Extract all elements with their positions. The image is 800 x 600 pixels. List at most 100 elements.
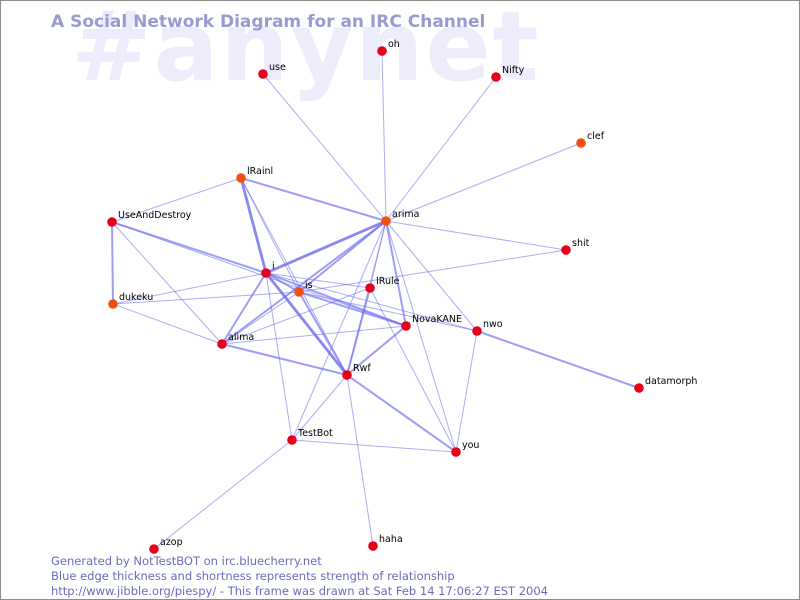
footer-legend-line: Blue edge thickness and shortness repres… (51, 569, 455, 583)
edge-testbot-azop (153, 439, 293, 550)
node-label-nifty: Nifty (502, 65, 525, 76)
edge-is-rwf (298, 291, 348, 376)
edge-arima-nifty (385, 76, 497, 222)
edge-irule-alima (221, 287, 371, 345)
node-alima[interactable] (217, 339, 227, 349)
edge-arima-irainl (240, 177, 387, 222)
edge-is-shit (298, 249, 567, 293)
edge-i-nwo (265, 272, 478, 332)
edge-arima-oh (381, 50, 387, 222)
edge-dukeku-alima (112, 303, 223, 345)
edge-novakane-rwf (346, 325, 407, 376)
edge-nwo-datamorph (476, 330, 640, 389)
node-novakane[interactable] (401, 321, 411, 331)
footer: Generated by NotTestBOT on irc.bluecherr… (51, 554, 548, 599)
nodes-layer (107, 46, 644, 554)
node-label-irainl: lRainl (247, 166, 273, 177)
node-label-rwf: Rwf (353, 363, 371, 374)
edge-i-novakane (265, 272, 407, 327)
edges-layer (111, 50, 640, 550)
edge-arima-shit (385, 220, 567, 251)
node-testbot[interactable] (287, 435, 297, 445)
channel-watermark: #anynet (71, 0, 541, 103)
node-label-clef: clef (587, 131, 605, 142)
node-i[interactable] (261, 268, 271, 278)
edge-is-alima (221, 291, 300, 345)
footer-generator-line: Generated by NotTestBOT on irc.bluecherr… (51, 554, 322, 568)
edge-irainl-useanddestroy (111, 177, 242, 223)
edge-useanddestroy-dukeku (111, 221, 114, 305)
edge-alima-rwf (221, 343, 348, 376)
labels-layer: oh use Nifty clef lRainl arima UseAndDestroy sh… (118, 39, 697, 548)
edge-testbot-you (291, 439, 457, 453)
edge-dukeku-is (112, 291, 300, 305)
edge-i-rwf (264, 271, 349, 377)
edge-i-alima (221, 272, 267, 345)
edge-arima-nwo (385, 220, 478, 332)
edge-rwf-you (346, 374, 457, 453)
node-irainl[interactable] (236, 173, 246, 183)
edge-i-testbot (265, 272, 293, 441)
node-nifty[interactable] (491, 72, 501, 82)
footer-url-line: http://www.jibble.org/piespy/ - This fra… (51, 584, 548, 598)
node-irule[interactable] (365, 283, 375, 293)
node-label-arima: arima (392, 209, 419, 220)
edge-irule-you (369, 287, 457, 453)
node-dukeku[interactable] (108, 299, 118, 309)
node-azop[interactable] (149, 544, 159, 554)
node-label-i: i (272, 261, 275, 272)
edge-i-arima (264, 219, 388, 275)
edge-alima-novakane (221, 325, 407, 345)
edge-i-irainl (239, 176, 268, 275)
edge-useanddestroy-novakane (111, 221, 407, 327)
node-label-dukeku: dukeku (119, 292, 153, 303)
node-arima[interactable] (381, 216, 391, 226)
edge-rwf-haha (346, 374, 374, 547)
node-label-oh: oh (388, 39, 400, 50)
edge-arima-use (262, 73, 387, 222)
node-oh[interactable] (377, 46, 387, 56)
node-label-shit: shit (572, 238, 590, 249)
node-label-is: is (305, 280, 313, 291)
node-label-use: use (269, 62, 286, 73)
edge-arima-novakane (385, 220, 407, 327)
node-label-you: you (462, 440, 479, 451)
node-datamorph[interactable] (634, 383, 644, 393)
node-useanddestroy[interactable] (107, 217, 117, 227)
edge-rwf-testbot (291, 374, 348, 441)
node-nwo[interactable] (472, 326, 482, 336)
node-label-datamorph: datamorph (645, 376, 697, 387)
node-label-testbot: TestBot (297, 428, 333, 439)
node-label-novakane: NovaKANE (412, 314, 462, 325)
node-label-nwo: nwo (483, 319, 503, 330)
node-clef[interactable] (576, 138, 586, 148)
diagram-title: A Social Network Diagram for an IRC Chan… (51, 12, 486, 32)
node-is[interactable] (294, 287, 304, 297)
edge-irule-rwf (346, 287, 371, 376)
edge-i-dukeku (112, 272, 267, 305)
edge-i-irule (265, 272, 371, 289)
node-label-alima: alima (228, 332, 254, 343)
node-shit[interactable] (561, 245, 571, 255)
node-label-azop: azop (160, 537, 183, 548)
edge-irainl-rwf (240, 177, 348, 376)
node-label-haha: haha (379, 534, 403, 545)
edge-arima-alima (221, 220, 387, 345)
edge-arima-irule (369, 220, 387, 289)
node-label-useanddestroy: UseAndDestroy (118, 210, 192, 221)
node-haha[interactable] (368, 541, 378, 551)
edge-arima-you (385, 220, 457, 453)
node-rwf[interactable] (342, 370, 352, 380)
edge-arima-clef (385, 142, 582, 222)
edge-arima-testbot (291, 220, 387, 441)
node-label-irule: IRule (376, 276, 400, 287)
edge-i-useanddestroy (111, 221, 267, 274)
edge-is-nwo (298, 291, 478, 332)
node-use[interactable] (258, 69, 268, 79)
edge-is-novakane (298, 291, 407, 327)
edge-useanddestroy-alima (111, 221, 223, 345)
edge-nwo-you (455, 330, 478, 453)
node-you[interactable] (451, 447, 461, 457)
